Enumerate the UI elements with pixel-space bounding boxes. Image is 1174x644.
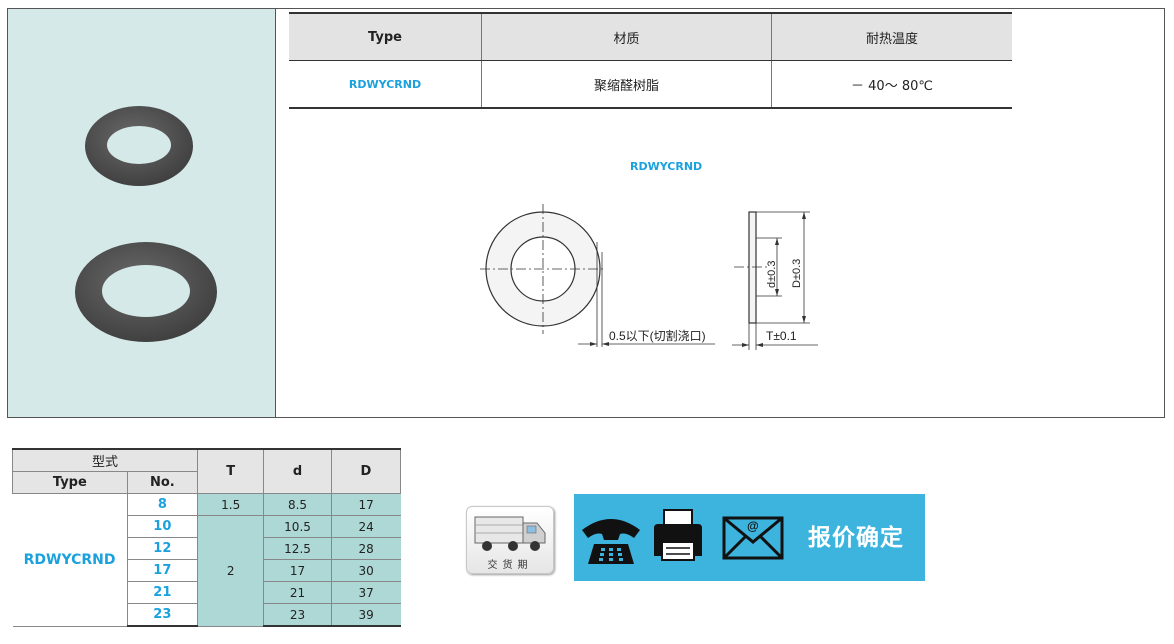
col-no: No.	[126, 471, 199, 494]
col-T: T	[197, 448, 265, 494]
D-cell: 28	[330, 537, 401, 560]
quote-button[interactable]: 报价确定	[808, 525, 904, 551]
table-row: 23 23 39	[13, 603, 401, 627]
D-cell: 17	[330, 493, 401, 516]
truck-icon	[474, 516, 546, 551]
dim-T-label: T±0.1	[766, 329, 797, 343]
temperature-value: － 40～ 80℃	[771, 60, 1012, 109]
col-D: D	[330, 448, 402, 494]
product-photo	[8, 9, 276, 417]
dim-D-label: D±0.3	[791, 259, 803, 288]
table-row: 17 17 30	[13, 559, 401, 582]
col-temperature: 耐热温度	[771, 12, 1012, 61]
table-row: RDWYCRND 8 1.5 8.5 17	[12, 493, 401, 627]
group-header: 型式	[11, 448, 199, 472]
col-material: 材质	[481, 12, 772, 61]
dim-d-label: d±0.3	[766, 261, 778, 288]
spec-table: 型式 T d D Type No. RDWYCRND 8 1.5 8.5 17 …	[11, 448, 402, 627]
no-cell[interactable]: 17	[126, 559, 198, 582]
d-cell: 8.5	[263, 493, 332, 516]
D-cell: 30	[330, 559, 401, 582]
material-table: Type 材质 耐热温度 RDWYCRND 聚缩醛树脂 － 40～ 80℃	[289, 12, 1012, 109]
D-cell: 39	[330, 603, 401, 627]
D-cell: 24	[330, 515, 401, 538]
mail-icon[interactable]: @	[718, 494, 788, 581]
d-cell: 23	[263, 603, 332, 627]
col-d: d	[263, 448, 332, 494]
table-row: 10 2 10.5 24	[13, 515, 401, 627]
d-cell: 21	[263, 581, 332, 604]
t-cell: 2	[197, 515, 264, 627]
no-cell[interactable]: 10	[126, 515, 198, 538]
t-cell: 1.5	[197, 493, 264, 516]
d-cell: 17	[263, 559, 332, 582]
phone-icon[interactable]	[574, 494, 649, 581]
table-row: RDWYCRND 聚缩醛树脂 － 40～ 80℃	[289, 60, 1012, 109]
no-cell[interactable]: 23	[126, 603, 198, 627]
type-value: RDWYCRND	[289, 60, 482, 109]
gate-note: 0.5以下(切割浇口)	[609, 328, 706, 343]
svg-text:@: @	[747, 519, 759, 533]
no-cell[interactable]: 8	[126, 493, 198, 516]
side-view	[748, 211, 757, 324]
D-cell: 37	[330, 581, 401, 604]
technical-drawing: 0.5以下(切割浇口) d±0.3 D±0.3 T±0.1	[480, 204, 818, 350]
washer-photo-icon	[75, 106, 217, 342]
table-row: 21 21 37	[13, 581, 401, 604]
delivery-label: 交货期	[487, 560, 533, 571]
no-cell[interactable]: 12	[126, 537, 198, 560]
fax-icon[interactable]	[648, 494, 708, 581]
no-cell[interactable]: 21	[126, 581, 198, 604]
contact-bar: @ 报价确定	[574, 494, 925, 581]
delivery-button[interactable]: 交货期	[466, 506, 554, 574]
type-label: RDWYCRND	[12, 493, 128, 627]
d-cell: 12.5	[263, 537, 332, 560]
col-type: Type	[12, 471, 128, 494]
table-row: 12 12.5 28	[13, 537, 401, 560]
material-value: 聚缩醛树脂	[481, 60, 772, 109]
d-cell: 10.5	[263, 515, 332, 538]
col-type: Type	[289, 12, 482, 61]
drawing-title: RDWYCRND	[630, 160, 703, 173]
